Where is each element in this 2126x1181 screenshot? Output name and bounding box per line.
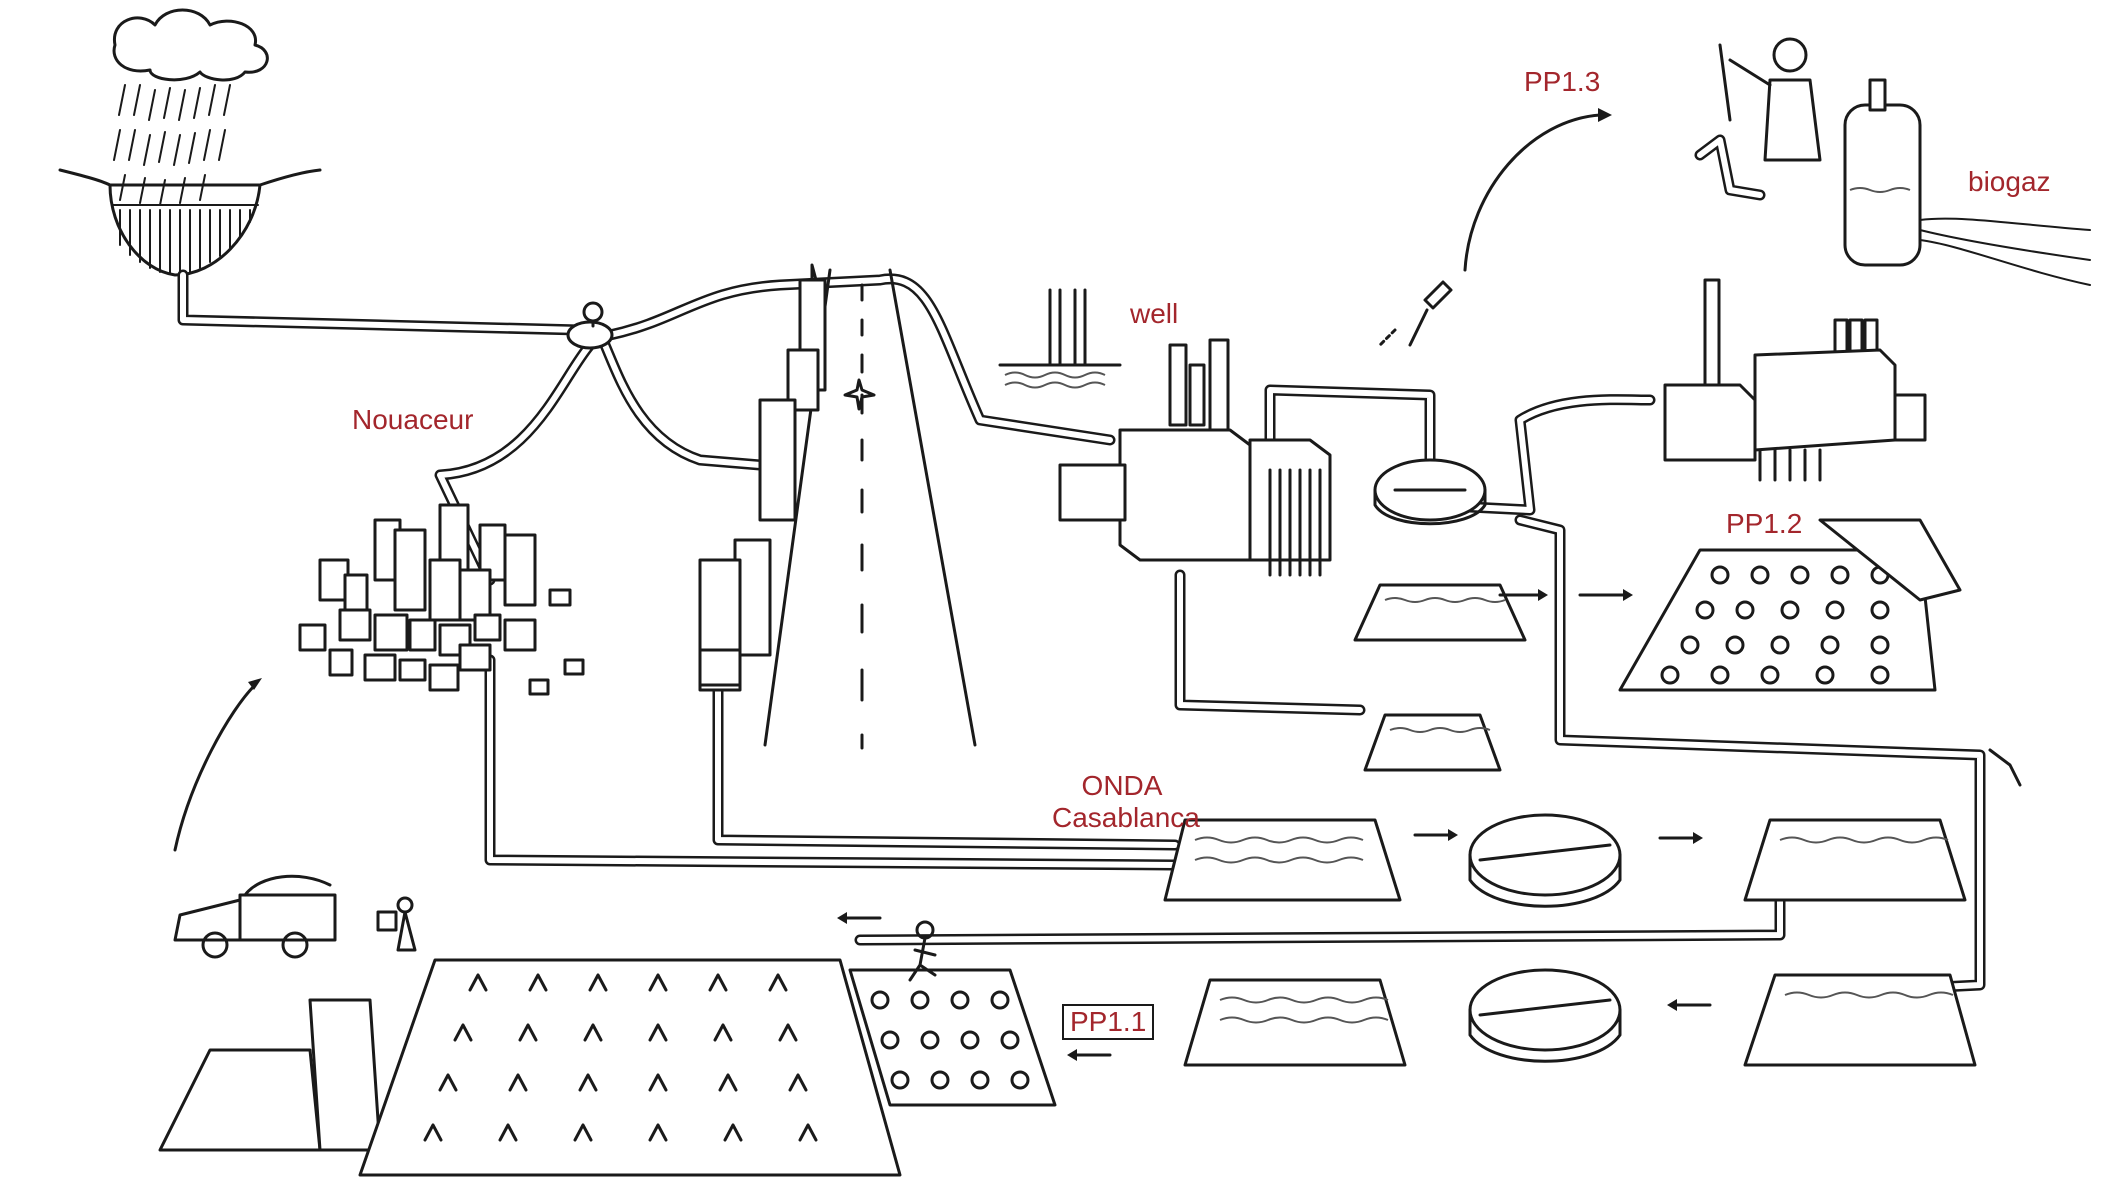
settling-basin-mid — [1353, 583, 1527, 642]
factory-center — [1058, 338, 1332, 577]
label-nouaceur: Nouaceur — [352, 404, 474, 435]
clarifier-tank-top — [1373, 458, 1487, 526]
control-tower-and-terminal — [698, 263, 827, 692]
factory-right — [1663, 278, 1927, 482]
label-pp1-3: PP1.3 — [1524, 66, 1601, 97]
nouaceur-town — [298, 503, 585, 696]
biogas-digester — [1843, 78, 2091, 286]
treatment-basin-2 — [1743, 818, 1967, 902]
label-onda-casablanca: ONDA Casablanca — [1052, 770, 1200, 834]
field-small — [158, 998, 382, 1152]
treatment-clarifier-1 — [1468, 813, 1622, 908]
label-onda: ONDA — [1081, 770, 1163, 801]
label-casablanca: Casablanca — [1052, 802, 1200, 834]
farmer-figure — [908, 920, 937, 982]
crop-field-pp1-2 — [1618, 518, 1962, 692]
flow-arrows — [173, 108, 2022, 1061]
dropper-icon — [1378, 280, 1453, 347]
treatment-basin-4 — [1743, 973, 1977, 1067]
well — [998, 288, 1122, 389]
treatment-basin-1 — [1163, 818, 1402, 902]
field-pp1-1 — [848, 968, 1057, 1107]
label-biogaz: biogaz — [1968, 166, 2051, 197]
valve-junction — [566, 301, 614, 350]
scientist-lab — [1718, 37, 1822, 162]
runway — [763, 268, 977, 750]
label-pp1-1: PP1.1 — [1062, 1004, 1155, 1040]
field-large — [358, 958, 902, 1177]
reservoir — [58, 168, 322, 277]
truck — [173, 874, 337, 959]
treatment-clarifier-2 — [1468, 968, 1622, 1063]
rain-cloud — [112, 8, 269, 206]
person-with-basket — [376, 896, 417, 952]
rain-drops — [113, 84, 231, 206]
treatment-basin-3 — [1183, 978, 1407, 1067]
label-well: well — [1130, 298, 1179, 329]
pipe-network — [177, 134, 1986, 996]
label-pp1-2: PP1.2 — [1726, 508, 1803, 539]
settling-basin-bottom — [1363, 713, 1502, 772]
